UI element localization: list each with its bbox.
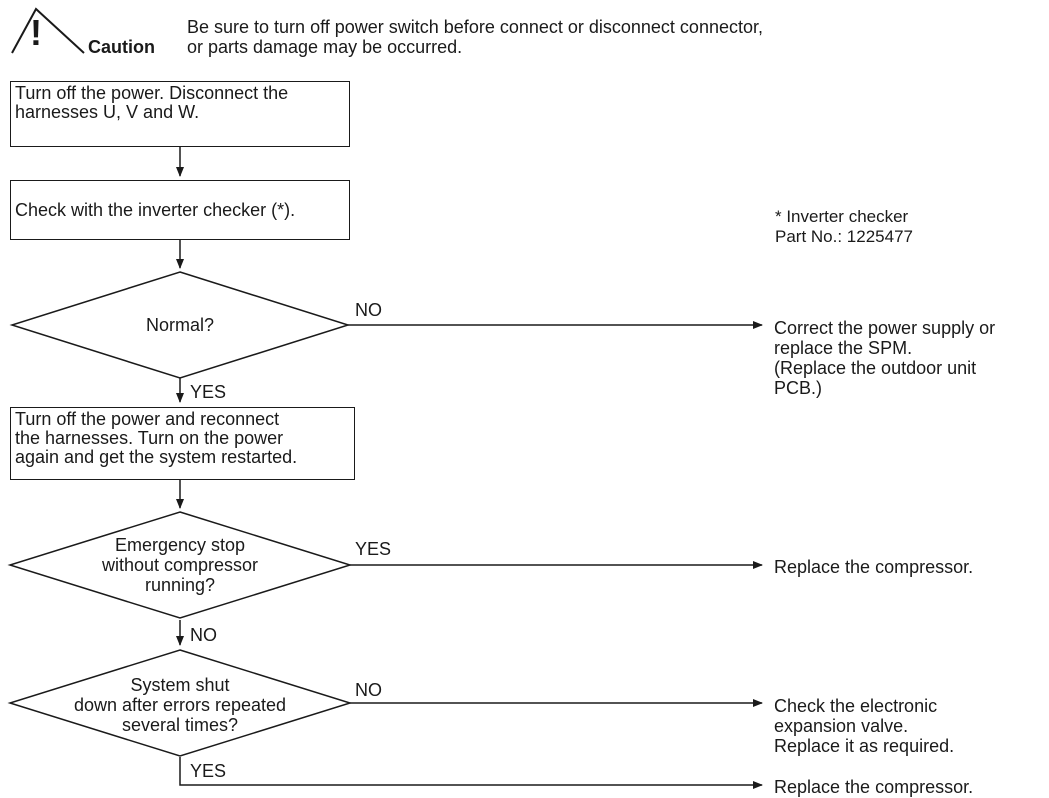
decision-normal-shape: [9, 271, 351, 379]
step-disconnect-harnesses: Turn off the power. Disconnect the harne…: [10, 81, 350, 147]
step-inverter-check: Check with the inverter checker (*).: [10, 180, 350, 240]
label-normal-no: NO: [355, 300, 382, 320]
decision-shutdown-shape: [7, 649, 353, 757]
decision-emergency-stop: Emergency stop without compressor runnin…: [101, 535, 259, 595]
caution-label: Caution: [88, 37, 155, 57]
connector-shutdown-yes: [179, 757, 763, 789]
svg-text:!: !: [30, 12, 42, 53]
label-emergency-no: NO: [190, 625, 217, 645]
label-emergency-yes: YES: [355, 539, 392, 559]
result-replace-compressor-2: Replace the compressor.: [774, 777, 974, 797]
step-reconnect-restart: Turn off the power and reconnect the har…: [10, 407, 355, 480]
label-shutdown-yes: YES: [190, 761, 227, 781]
result-correct-power-supply: Correct the power supply or replace the …: [774, 318, 996, 398]
label-normal-yes: YES: [190, 382, 227, 402]
decision-system-shutdown: System shut down after errors repeated s…: [73, 675, 287, 735]
decision-emergency-shape: [7, 511, 353, 619]
inverter-checker-note: * Inverter checker Part No.: 1225477: [775, 207, 913, 246]
result-replace-compressor-1: Replace the compressor.: [774, 557, 974, 577]
warning-triangle-icon: !: [11, 7, 85, 54]
label-shutdown-no: NO: [355, 680, 382, 700]
decision-normal: Normal?: [145, 315, 215, 335]
caution-message: Be sure to turn off power switch before …: [187, 17, 763, 57]
result-check-expansion-valve: Check the electronic expansion valve. Re…: [774, 696, 955, 756]
